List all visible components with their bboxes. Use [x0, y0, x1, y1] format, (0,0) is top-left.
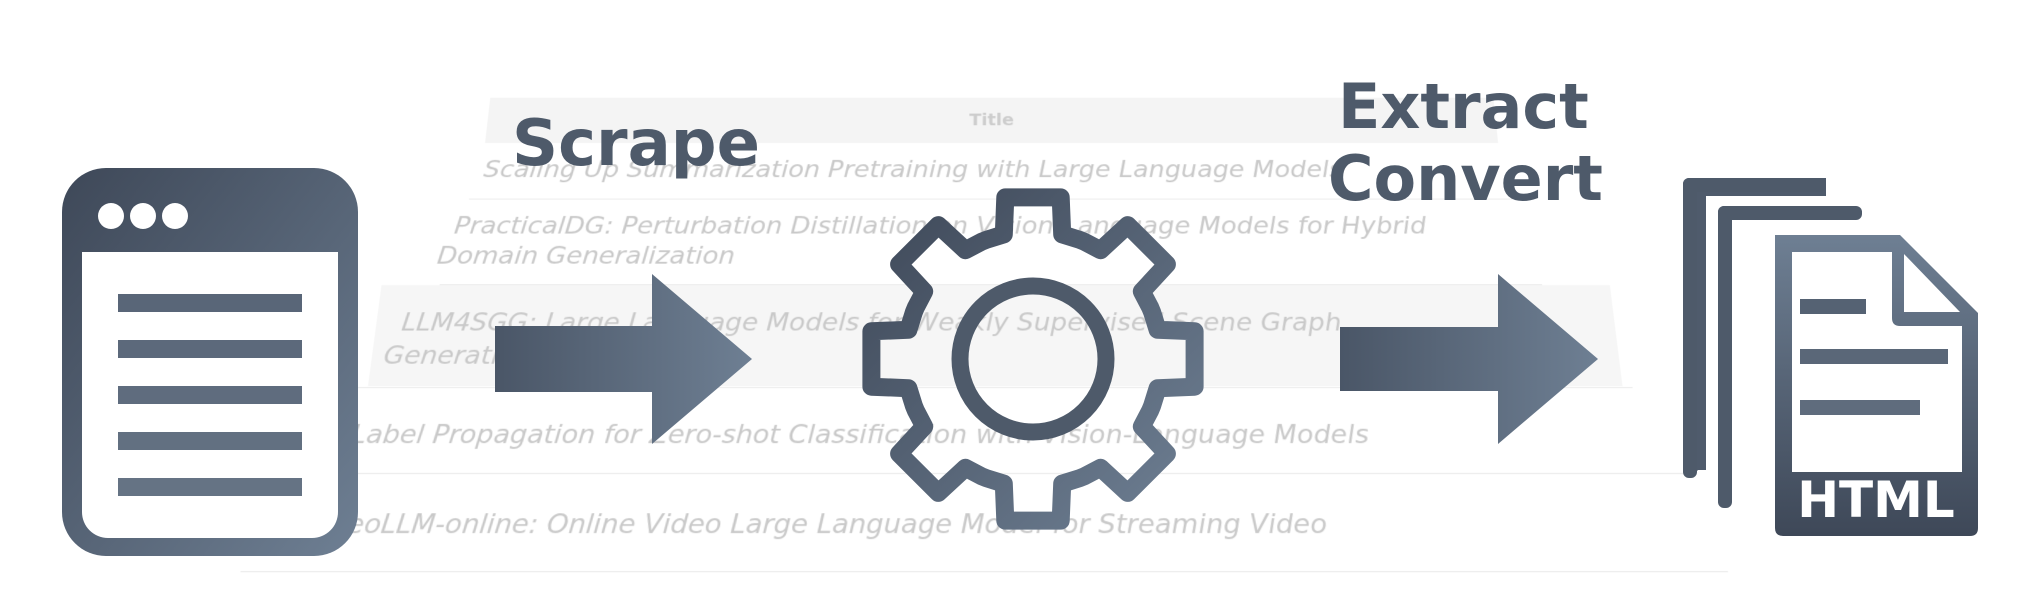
gear-icon	[862, 188, 1204, 530]
html-documents-icon: HTML	[1683, 178, 1978, 536]
scrape-label: Scrape	[512, 107, 760, 181]
browser-window-icon	[62, 168, 358, 556]
html-badge-label: HTML	[1797, 471, 1955, 529]
convert-label: Convert	[1328, 142, 1603, 215]
arrow-right-icon	[495, 274, 752, 444]
extract-label: Extract	[1338, 70, 1589, 143]
arrow-right-icon	[1340, 274, 1598, 444]
